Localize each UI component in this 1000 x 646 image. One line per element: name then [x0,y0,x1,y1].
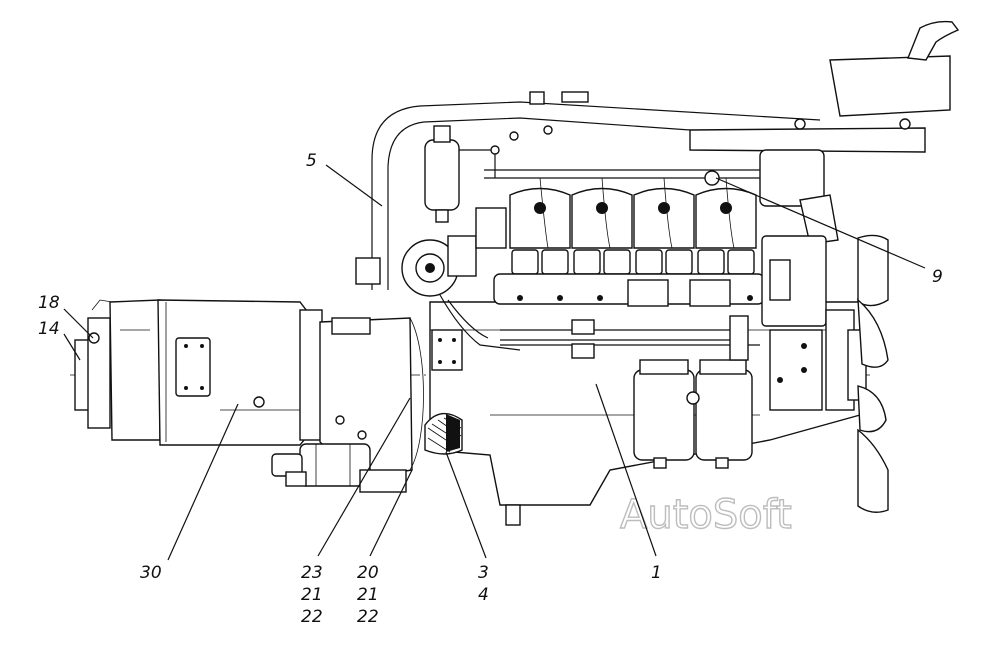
callout-23-sub-21: 21 [301,585,323,605]
leader-lines [63,164,926,561]
callout-20-sub-21: 21 [357,585,379,605]
injectors [511,249,755,275]
sectioned-plug [424,412,463,455]
intake-pipe [355,101,821,290]
callout-3: 3 [478,563,489,583]
starter-motor [271,443,407,493]
callout-23-sub-22: 22 [301,607,323,627]
callout-1: 1 [651,563,662,583]
callout-5: 5 [306,151,317,171]
callout-30: 30 [140,563,162,583]
callouts: 5 18 14 9 30 23 21 22 20 21 22 3 4 1 [38,151,943,627]
callout-4: 4 [478,585,489,605]
turbocharger [401,207,521,351]
callout-20-sub-22: 22 [357,607,379,627]
callout-23: 23 [301,563,323,583]
callout-18: 18 [38,293,60,313]
gearbox [74,299,323,446]
exhaust-manifold [493,273,765,307]
fuel-lines [484,169,760,361]
fuel-filter [424,125,553,223]
callout-14: 14 [38,319,60,339]
callout-9: 9 [932,267,943,287]
watermark: AutoSoft [620,492,792,538]
fan [825,234,889,513]
oil-filters [633,359,753,469]
front-accessories [704,149,839,411]
clutch-housing [319,317,424,479]
control-lever [529,20,960,153]
callout-20: 20 [357,563,379,583]
cylinder-heads [509,187,757,249]
